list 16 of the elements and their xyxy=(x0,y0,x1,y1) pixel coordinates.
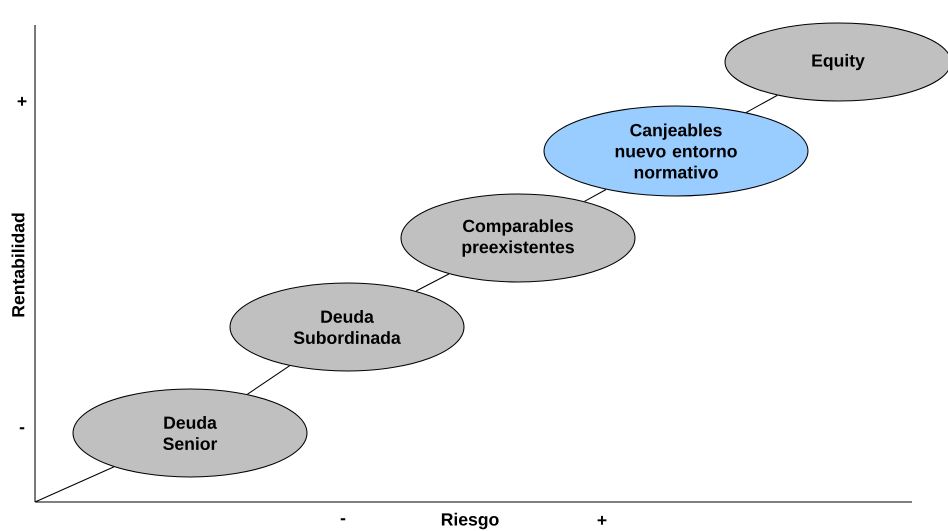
diagonal-line xyxy=(416,274,450,292)
diagonal-line xyxy=(247,365,290,395)
ellipse-node: Deuda Subordinada xyxy=(230,282,464,372)
ellipse-node: Equity xyxy=(724,22,948,102)
axis-tick-label: + xyxy=(18,96,26,106)
ellipse-node: Deuda Senior xyxy=(72,388,308,478)
axis-tick-label: - xyxy=(340,518,346,520)
diagonal-line xyxy=(746,94,778,113)
ellipse-node: Comparables preexistentes xyxy=(400,193,636,283)
axis-tick-label: - xyxy=(20,427,24,430)
axis-title: Riesgo xyxy=(442,512,499,530)
diagonal-line xyxy=(34,466,114,502)
ellipse-node: Canjeables nuevo entorno normativo xyxy=(544,105,808,197)
diagonal-line xyxy=(584,189,606,202)
axis-tick-label: + xyxy=(598,516,606,525)
axis-title: Rentabilidad xyxy=(12,213,24,317)
